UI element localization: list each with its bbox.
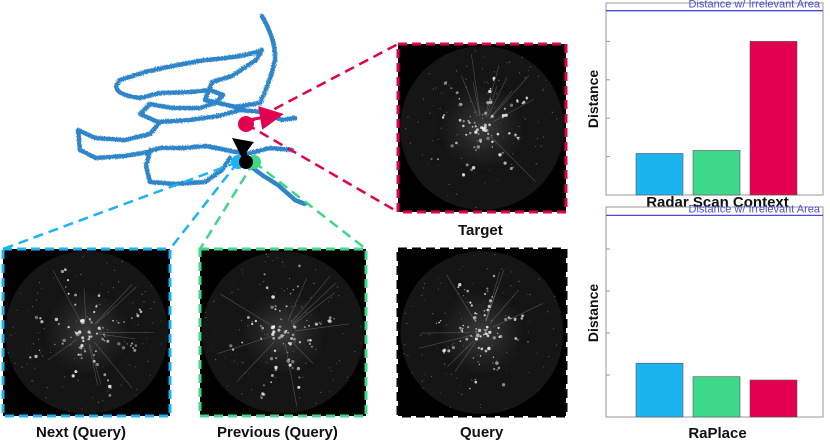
- trajectory-path: [75, 13, 308, 207]
- chart-2: Distance w/ Irrelevant AreaDistanceRaPla…: [585, 203, 824, 442]
- target-label: Target: [458, 222, 503, 239]
- target-marker: [238, 116, 254, 132]
- query-scan-panel: [396, 247, 568, 418]
- bar-next-query: [635, 153, 684, 196]
- radar-scan-panels: [1, 42, 568, 418]
- previous-query-label: Previous (Query): [217, 424, 338, 441]
- query-marker: [239, 155, 253, 169]
- irrelevant-area-label: Distance w/ Irrelevant Area: [689, 203, 821, 215]
- bar-target: [749, 379, 798, 418]
- target-scan-panel: [396, 42, 568, 214]
- next-connector-right: [169, 161, 239, 250]
- position-markers: [231, 106, 284, 169]
- previous-scan-panel-frame: [198, 247, 368, 418]
- target-scan-panel-frame: [396, 42, 568, 214]
- y-axis-label: Distance: [585, 70, 601, 129]
- previous-connector-right: [253, 161, 367, 250]
- target-connector-top: [245, 42, 399, 126]
- previous-connector-left: [198, 161, 256, 250]
- target-connector-bottom: [245, 122, 399, 214]
- next-query-label: Next (Query): [36, 424, 127, 441]
- chart-1: Distance w/ Irrelevant AreaDistanceRadar…: [585, 0, 824, 211]
- bar-next-query: [635, 362, 684, 418]
- query-scan-panel-frame: [396, 247, 568, 418]
- trajectory-map: [75, 13, 308, 207]
- bar-charts: Distance w/ Irrelevant AreaDistanceRadar…: [585, 0, 824, 442]
- bar-previous-query: [692, 376, 741, 418]
- query-label: Query: [460, 424, 504, 441]
- bar-target: [749, 41, 798, 196]
- next-connector-left: [2, 160, 239, 251]
- previous-scan-panel: [198, 247, 368, 418]
- chart-title: RaPlace: [688, 425, 746, 442]
- connector-lines: [2, 42, 399, 251]
- y-axis-label: Distance: [585, 284, 601, 343]
- irrelevant-area-label: Distance w/ Irrelevant Area: [689, 0, 821, 11]
- bar-previous-query: [692, 150, 741, 196]
- next-scan-panel: [1, 247, 172, 418]
